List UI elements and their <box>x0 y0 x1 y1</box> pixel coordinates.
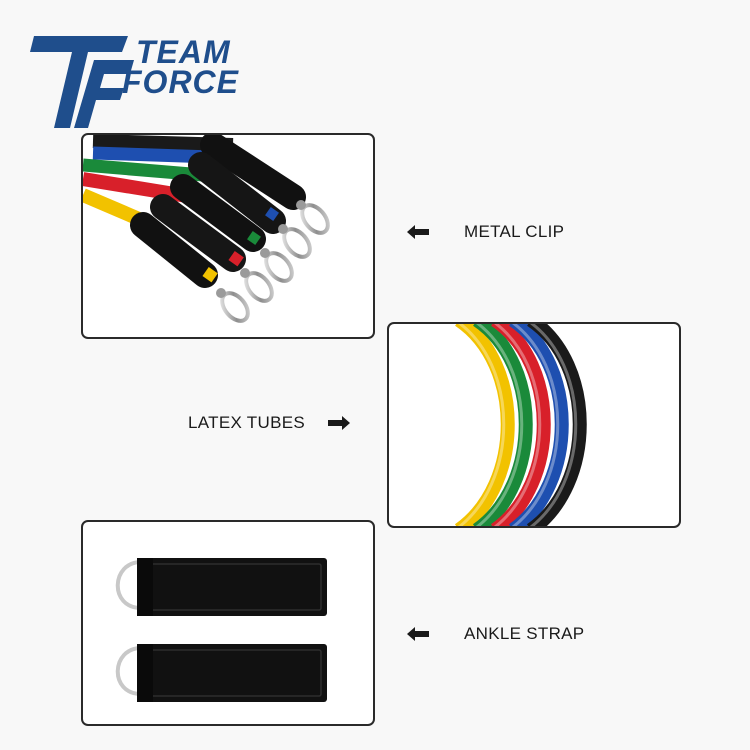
right-arrow-icon <box>328 416 350 430</box>
metal-clip-label: METAL CLIP <box>464 222 565 241</box>
logo-word-force: FORCE <box>122 64 239 100</box>
metal-clip-image <box>81 133 375 339</box>
latex-tubes-image <box>387 322 681 528</box>
logo-word-team: TEAM <box>136 34 231 70</box>
tf-monogram-icon <box>30 36 134 128</box>
ankle-strap-image <box>81 520 375 726</box>
ankle-strap-label: ANKLE STRAP <box>464 624 585 643</box>
latex-tubes-label: LATEX TUBES <box>188 413 305 432</box>
team-force-logo: TEAM FORCE <box>30 30 300 135</box>
left-arrow-icon <box>407 225 429 239</box>
left-arrow-icon <box>407 627 429 641</box>
